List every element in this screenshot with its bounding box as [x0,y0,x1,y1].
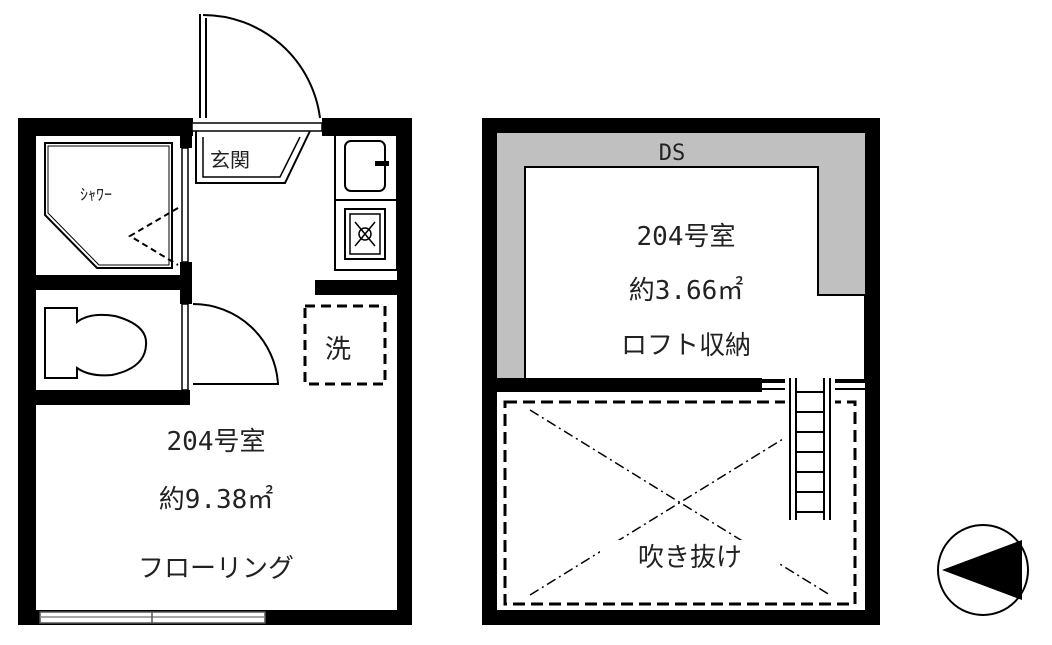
loft-plan: DS 204号室 約3.66㎡ ロフト収納 吹き抜け [482,118,880,625]
interior-walls [18,118,397,405]
loft-label: ロフト収納 [621,331,751,361]
void-outline [503,400,857,606]
washer-label: 洗 [325,335,351,365]
toilet-door [192,302,280,385]
room-number: 204号室 [167,427,266,457]
entry-door [199,14,321,119]
unit-plan: 玄関 ｼｬﾜｰ [18,14,412,625]
shower-label: ｼｬﾜｰ [80,185,112,204]
kitchen [334,134,398,271]
loft-room-number: 204号室 [637,222,736,252]
entrance-step [195,130,311,184]
shower-unit: ｼｬﾜｰ [44,142,179,269]
loft-walls [482,118,880,625]
entrance-label: 玄関 [210,148,250,172]
ladder [762,378,865,520]
room-area: 約9.38㎡ [159,485,274,515]
washer-space [303,304,387,386]
compass-icon [937,524,1029,616]
void-label: 吹き抜け [638,543,742,573]
shower-door [181,147,189,263]
stove-icon [344,208,386,260]
toilet [44,307,148,379]
loft-area: 約3.66㎡ [629,276,744,306]
window [39,611,266,624]
ds-label: DS [659,141,686,166]
threshold [191,122,323,132]
room-floor: フローリング [138,554,294,584]
toilet-door-frame [181,303,189,391]
